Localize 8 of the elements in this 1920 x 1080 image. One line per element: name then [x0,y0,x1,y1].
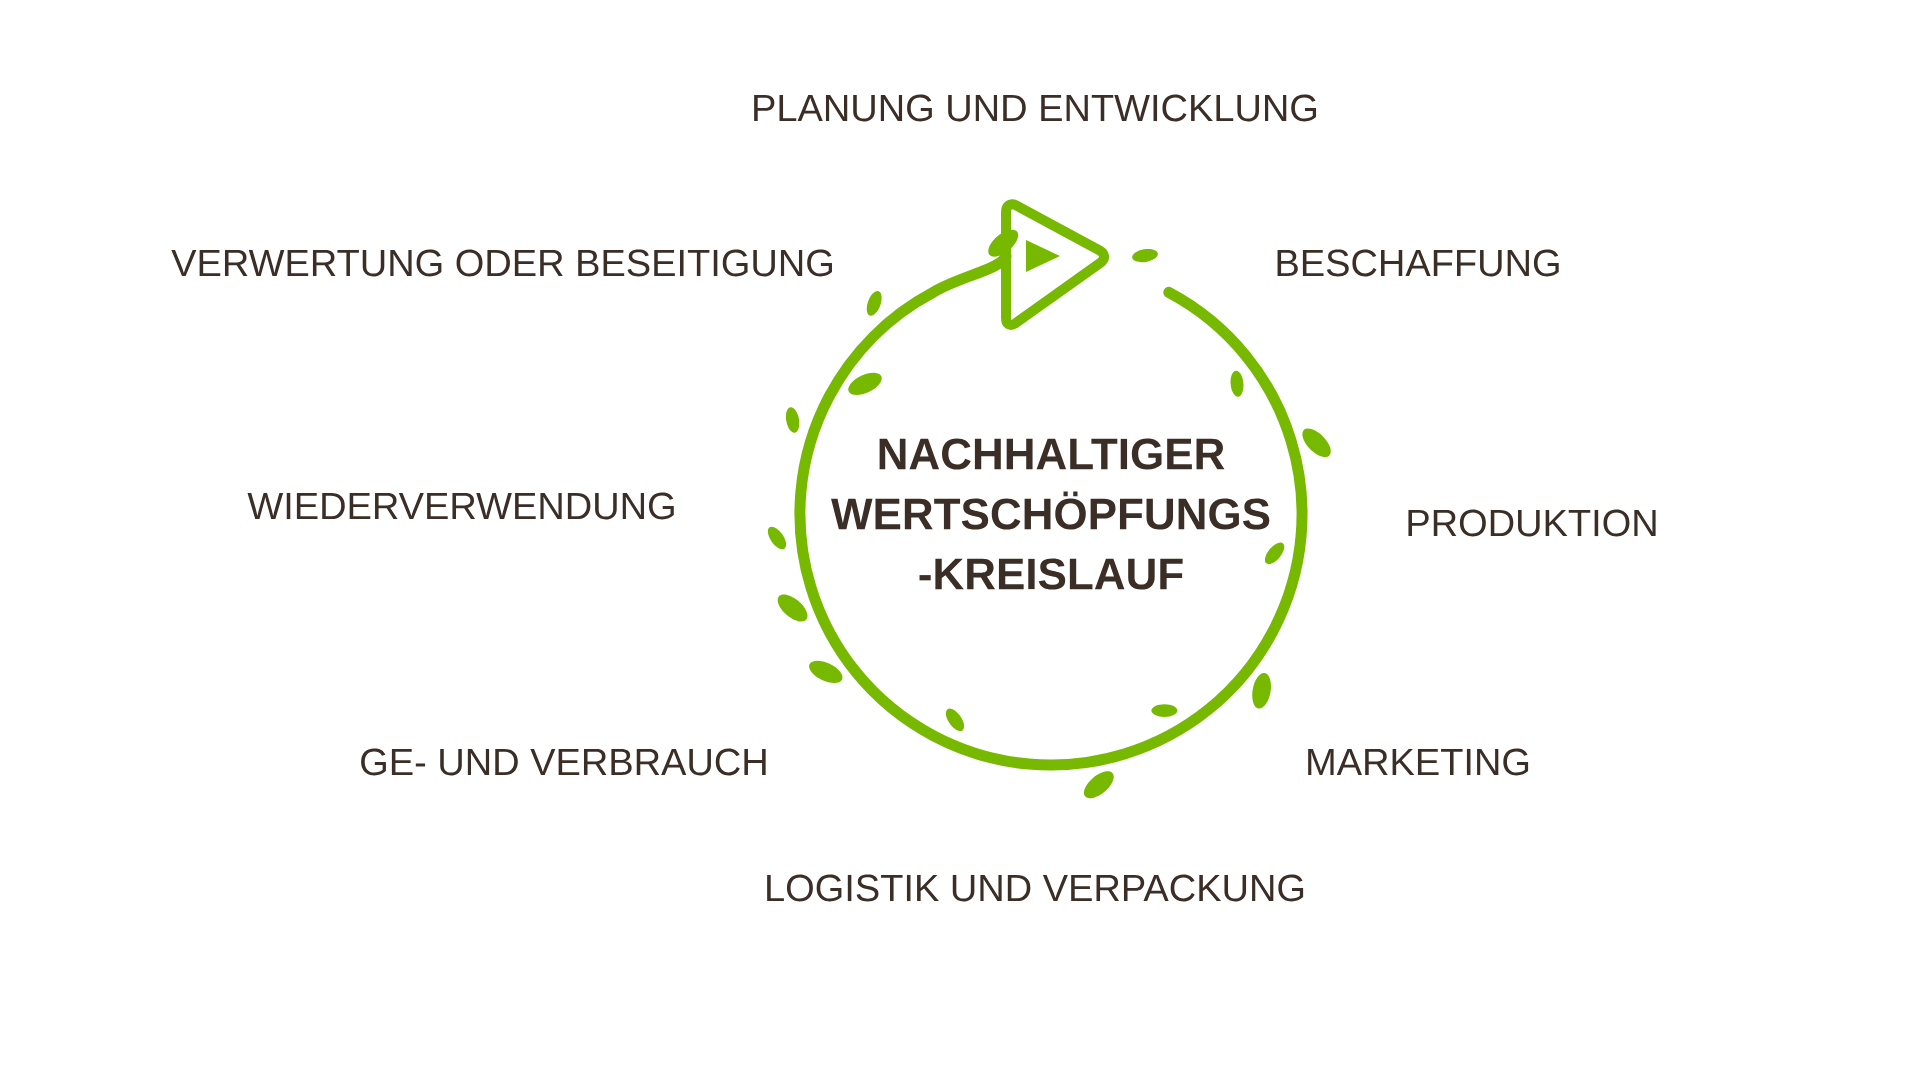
node-label: NACHHALTIGER WERTSCHÖPFUNGS -KREISLAUF [831,438,1270,590]
stage-label: BESCHAFFUNG [1277,249,1559,277]
stage-label: PRODUKTION [1408,509,1656,537]
stage-label: LOGISTIK UND VERPACKUNG [767,874,1304,902]
stage-label: WIEDERVERWENDUNG [247,492,674,520]
stage-label: VERWERTUNG ODER BESEITIGUNG [171,249,832,277]
stage-label: PLANUNG UND ENTWICKLUNG [754,94,1317,122]
stage-label: MARKETING [1308,748,1529,776]
